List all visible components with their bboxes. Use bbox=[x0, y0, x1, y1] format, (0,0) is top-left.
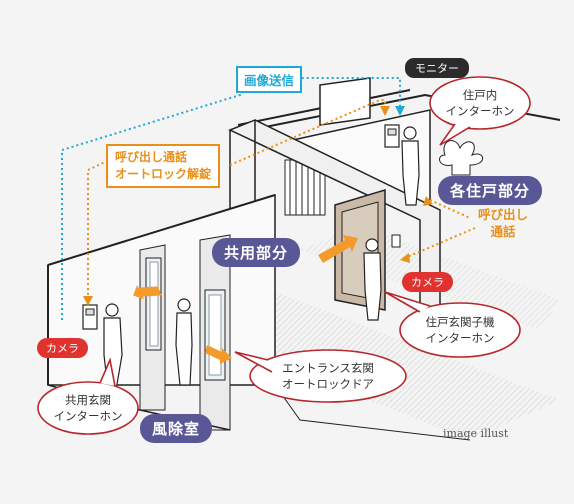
image-send-label: 画像送信 bbox=[236, 66, 303, 93]
camera-label-unit: カメラ bbox=[402, 272, 453, 292]
plant bbox=[439, 140, 484, 176]
call-talk-label: 呼び出し 通話 bbox=[478, 206, 528, 240]
bubble-unit-intercom bbox=[429, 76, 531, 146]
glass-door-outer bbox=[204, 289, 226, 381]
common-intercom-line-1: 共用玄関 bbox=[65, 393, 111, 407]
person-inside-unit bbox=[401, 126, 420, 206]
entrance-line-2: オートロックドア bbox=[282, 377, 374, 391]
common-area-label: 共用部分 bbox=[212, 238, 301, 267]
call-unlock-line-2: オートロック解錠 bbox=[115, 167, 212, 181]
bubble-common-intercom bbox=[37, 357, 139, 435]
person-windbreak bbox=[175, 298, 193, 386]
glass-door-inner bbox=[145, 257, 162, 351]
unit-intercom-line-1: 住戸内 bbox=[462, 88, 498, 102]
bubble-entrance bbox=[234, 349, 407, 403]
image-caption: image illust bbox=[443, 427, 509, 440]
person-unit-door bbox=[363, 238, 382, 321]
call-talk-line-1: 呼び出し bbox=[478, 207, 529, 222]
door-intercom-line-2: インターホン bbox=[425, 331, 495, 345]
bubble-door-intercom bbox=[384, 291, 521, 358]
call-talk-line-2: 通話 bbox=[490, 224, 516, 239]
unit-intercom-text: 住戸内 インターホン bbox=[442, 87, 518, 119]
door-intercom-unit bbox=[391, 234, 401, 248]
monitor-label: モニター bbox=[405, 58, 469, 78]
camera-label-common: カメラ bbox=[37, 338, 88, 358]
door-intercom-text: 住戸玄関子機 インターホン bbox=[410, 314, 510, 346]
arrow-entrance bbox=[205, 345, 232, 364]
call-unlock-label: 呼び出し通話 オートロック解錠 bbox=[106, 144, 221, 188]
arrow-common-area bbox=[318, 235, 358, 263]
each-unit-label: 各住戸部分 bbox=[438, 176, 543, 205]
call-unlock-line-1: 呼び出し通話 bbox=[115, 150, 188, 164]
call-unlock-line bbox=[83, 99, 390, 306]
unit-intercom-line-2: インターホン bbox=[445, 104, 515, 118]
arrow-enter-windbreak bbox=[133, 284, 162, 300]
entrance-line-1: エントランス玄関 bbox=[282, 361, 374, 375]
unit-call-line bbox=[400, 196, 476, 263]
unit-intercom-panel bbox=[384, 124, 400, 148]
common-intercom-text: 共用玄関 インターホン bbox=[50, 392, 126, 424]
door-intercom-line-1: 住戸玄関子機 bbox=[425, 315, 495, 329]
common-intercom-panel bbox=[82, 304, 98, 330]
entrance-text: エントランス玄関 オートロックドア bbox=[270, 360, 386, 392]
windbreak-room-label: 風除室 bbox=[140, 414, 213, 443]
image-send-line bbox=[61, 77, 405, 320]
common-intercom-line-2: インターホン bbox=[53, 409, 123, 423]
